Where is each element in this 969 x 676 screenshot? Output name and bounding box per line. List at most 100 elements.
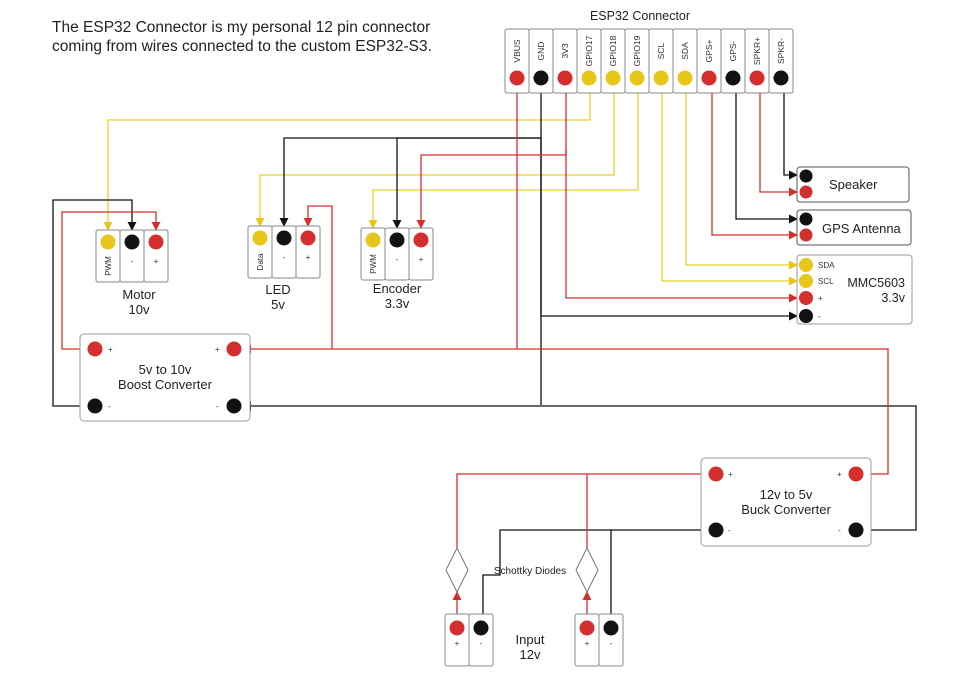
- esp32-pin-dot: [653, 70, 669, 86]
- mmc-pin-label: +: [818, 294, 823, 303]
- wire-gnd-mmc: [540, 138, 798, 321]
- diode-2: [575, 546, 599, 594]
- wire-sda-mmc-sda: [685, 90, 798, 270]
- led-pin-1: Data: [247, 225, 273, 279]
- buck-converter: + + - - 12v to 5v Buck Converter: [700, 457, 872, 547]
- encoder-pin-2: -: [384, 227, 410, 281]
- esp32-pin-label: GPIO18: [608, 35, 618, 66]
- esp32-pin-label: GPIO17: [584, 35, 594, 66]
- esp32-pin-label: 3V3: [560, 43, 570, 58]
- boost-minus-out-label: -: [216, 402, 219, 411]
- wire-boost-plus-motor: [61, 211, 161, 350]
- esp32-pin-gpio18: GPIO18: [600, 28, 626, 94]
- gps-name: GPS Antenna: [822, 221, 902, 236]
- boost-minus-in-label: -: [108, 402, 111, 411]
- buck-name-line1: 12v to 5v: [760, 487, 813, 502]
- esp32-pin-dot: [773, 70, 789, 86]
- input-voltage: 12v: [520, 647, 541, 662]
- motor-pin-label: +: [154, 257, 159, 266]
- input-name: Input: [516, 632, 545, 647]
- boost-converter: + + - - 5v to 10v Boost Converter: [79, 333, 251, 422]
- description-note: The ESP32 Connector is my personal 12 pi…: [52, 18, 432, 56]
- wire-gpio19-encoder-pwm: [368, 90, 639, 229]
- encoder-pin-1: PWM: [360, 227, 386, 281]
- diode-1: [445, 546, 469, 594]
- speaker-plus-pin: [799, 185, 813, 199]
- boost-plus-in-pin: [87, 341, 103, 357]
- boost-plus-in-label: +: [108, 345, 113, 354]
- speaker-name: Speaker: [829, 177, 878, 192]
- motor-voltage: 10v: [129, 302, 150, 317]
- buck-minus-in-label: -: [728, 526, 731, 535]
- wire-gps-plus: [711, 90, 798, 240]
- led-pin-dot: [276, 230, 292, 246]
- buck-minus-out-label: -: [838, 526, 841, 535]
- led-pin-label: -: [283, 253, 286, 262]
- encoder-pin-label: -: [396, 255, 399, 264]
- buck-minus-out-pin: [848, 522, 864, 538]
- diodes-label: Schottky Diodes: [494, 566, 566, 577]
- input1-minus-label: -: [480, 639, 483, 648]
- esp32-pin-dot: [533, 70, 549, 86]
- esp32-pin-label: SPKR-: [776, 38, 786, 64]
- esp32-pin-label: SPKR+: [752, 37, 762, 65]
- esp32-pin-dot: [629, 70, 645, 86]
- gps-plus-pin: [799, 228, 813, 242]
- motor-pin-dot: [124, 234, 140, 250]
- esp32-pin-sda: SDA: [672, 28, 698, 94]
- wires: [52, 83, 917, 622]
- schottky-diodes: Schottky Diodes: [445, 546, 599, 594]
- input2-minus-pin: [603, 620, 619, 636]
- boost-minus-out-pin: [226, 398, 242, 414]
- motor-pin-label: PWM: [104, 256, 113, 276]
- gps-box: [796, 209, 912, 246]
- wire-gpio18-led-data: [255, 90, 615, 227]
- esp32-pin-dot: [557, 70, 573, 86]
- esp32-pin-label: GPS+: [704, 40, 714, 63]
- esp32-pin-spkr-: SPKR+: [744, 28, 770, 94]
- led-module: Data-+ LED 5v: [247, 225, 321, 312]
- led-pin-2: -: [271, 225, 297, 279]
- wire-3v3-mmc: [565, 150, 798, 303]
- esp32-pin-gpio19: GPIO19: [624, 28, 650, 94]
- esp32-pin-dot: [677, 70, 693, 86]
- boost-plus-out-label: +: [215, 345, 220, 354]
- buck-plus-in-pin: [708, 466, 724, 482]
- mmc-pin-dot: [799, 274, 813, 288]
- esp32-pin-label: GPIO19: [632, 35, 642, 66]
- wire-gnd-encoder: [392, 137, 541, 229]
- motor-name: Motor: [122, 287, 156, 302]
- esp32-pin-dot: [605, 70, 621, 86]
- buck-plus-out-label: +: [837, 470, 842, 479]
- input-connectors: + - + - Input 12v: [444, 613, 624, 667]
- esp32-pin-spkr-: SPKR-: [768, 28, 794, 94]
- esp32-pin-dot: [725, 70, 741, 86]
- led-pin-dot: [300, 230, 316, 246]
- description-line-1: The ESP32 Connector is my personal 12 pi…: [52, 19, 431, 36]
- encoder-pin-dot: [413, 232, 429, 248]
- wire-led-plus: [303, 205, 333, 349]
- input2-plus-label: +: [585, 639, 590, 648]
- mmc-pin-4: -: [799, 309, 821, 323]
- esp32-pin-dot: [509, 70, 525, 86]
- esp32-pin-gps-: GPS+: [696, 28, 722, 94]
- input1-plus-label: +: [455, 639, 460, 648]
- input2-minus-label: -: [610, 639, 613, 648]
- input1-plus-pin: [449, 620, 465, 636]
- boost-name-line2: Boost Converter: [118, 377, 213, 392]
- mmc-pin-2: SCL: [799, 274, 834, 288]
- mmc-voltage: 3.3v: [881, 291, 905, 305]
- mmc-pin-label: SCL: [818, 277, 834, 286]
- esp32-pin-dot: [701, 70, 717, 86]
- encoder-voltage: 3.3v: [385, 296, 410, 311]
- boost-plus-out-pin: [226, 341, 242, 357]
- motor-pin-dot: [148, 234, 164, 250]
- boost-box: [79, 333, 251, 422]
- wire-input-minus-buck: [482, 525, 710, 622]
- buck-plus-out-pin: [848, 466, 864, 482]
- mmc-pin-label: -: [818, 312, 821, 321]
- input1-minus-pin: [473, 620, 489, 636]
- esp32-pin-dot: [749, 70, 765, 86]
